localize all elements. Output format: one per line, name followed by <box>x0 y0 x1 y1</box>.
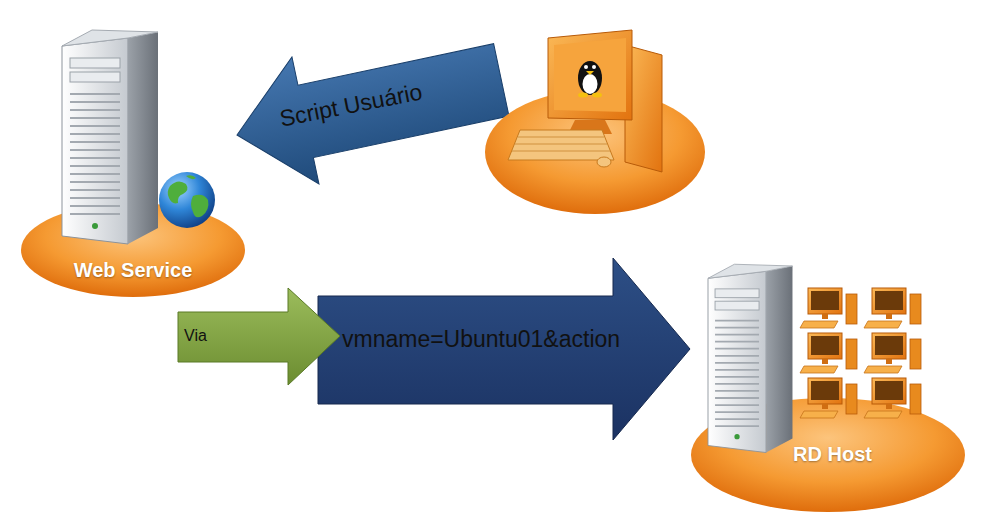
virtual-desktop <box>800 378 857 418</box>
tux-foot <box>578 93 588 98</box>
node-outline <box>690 255 975 515</box>
globe <box>159 172 215 228</box>
virtual-desktop <box>864 378 921 418</box>
tux-eye <box>592 65 596 69</box>
tux-logo <box>578 61 602 98</box>
pc-stand <box>568 120 612 134</box>
pc-tower <box>625 45 662 172</box>
tux-body <box>578 61 602 95</box>
continent <box>186 175 196 179</box>
tux-eye <box>584 65 588 69</box>
server-node: RD Host <box>690 255 975 515</box>
globe-icon <box>159 172 215 228</box>
pc-monitor <box>548 30 632 120</box>
server-node: Web Service <box>20 25 246 312</box>
platform-ellipse <box>21 203 245 297</box>
continent <box>168 181 188 203</box>
pc-screen <box>554 38 626 112</box>
arrow-label: Script Usuário <box>226 67 477 143</box>
tux-foot <box>592 93 602 98</box>
main-block-arrow <box>318 258 690 440</box>
virtual-desktop <box>800 333 857 373</box>
start-block-arrow <box>178 288 340 385</box>
pc-mouse <box>597 157 611 167</box>
pc-platform <box>485 90 705 214</box>
tux-belly <box>583 74 598 94</box>
node-label: RD Host <box>690 440 975 468</box>
virtual-desktop <box>864 288 921 328</box>
continent <box>191 195 208 218</box>
keyboard-keys <box>512 137 610 151</box>
web-server <box>62 30 158 244</box>
script-arrow <box>223 15 514 198</box>
virtual-desktop <box>864 333 921 373</box>
rd-server <box>708 264 792 452</box>
node-label: Web Service <box>20 256 246 284</box>
request-arrow <box>178 258 690 440</box>
virtual-desktop <box>800 288 857 328</box>
tux-beak <box>586 71 594 75</box>
pc-keyboard <box>508 130 614 160</box>
